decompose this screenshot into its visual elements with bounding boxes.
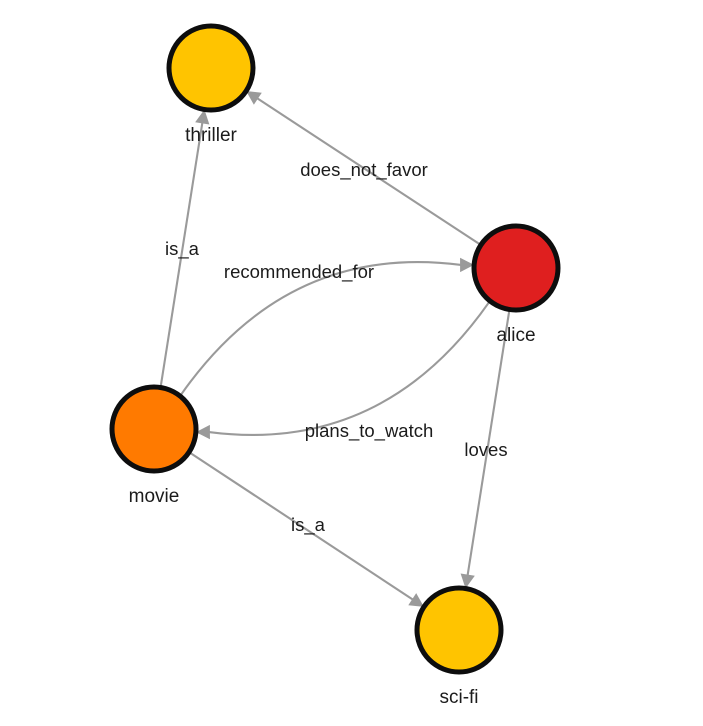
nodes-layer — [109, 23, 561, 675]
arrowhead-movie-alice — [460, 257, 475, 273]
arrowhead-alice-scifi — [460, 573, 475, 589]
node-movie[interactable] — [109, 384, 199, 474]
edge-movie-thriller — [159, 122, 204, 386]
arrowhead-alice-movie — [195, 424, 210, 440]
arrowhead-movie-scifi — [408, 593, 424, 607]
edge-alice-scifi — [466, 311, 511, 576]
edge-alice-thriller — [256, 97, 480, 245]
edges-layer — [159, 91, 511, 607]
node-thriller[interactable] — [166, 23, 256, 113]
edge-alice-movie — [208, 301, 490, 436]
edge-movie-scifi — [190, 452, 414, 601]
edge-movie-alice — [180, 261, 462, 396]
node-sci-fi[interactable] — [414, 585, 504, 675]
arrowhead-alice-thriller — [246, 91, 262, 105]
arrowhead-movie-thriller — [195, 109, 210, 125]
node-alice[interactable] — [471, 223, 561, 313]
